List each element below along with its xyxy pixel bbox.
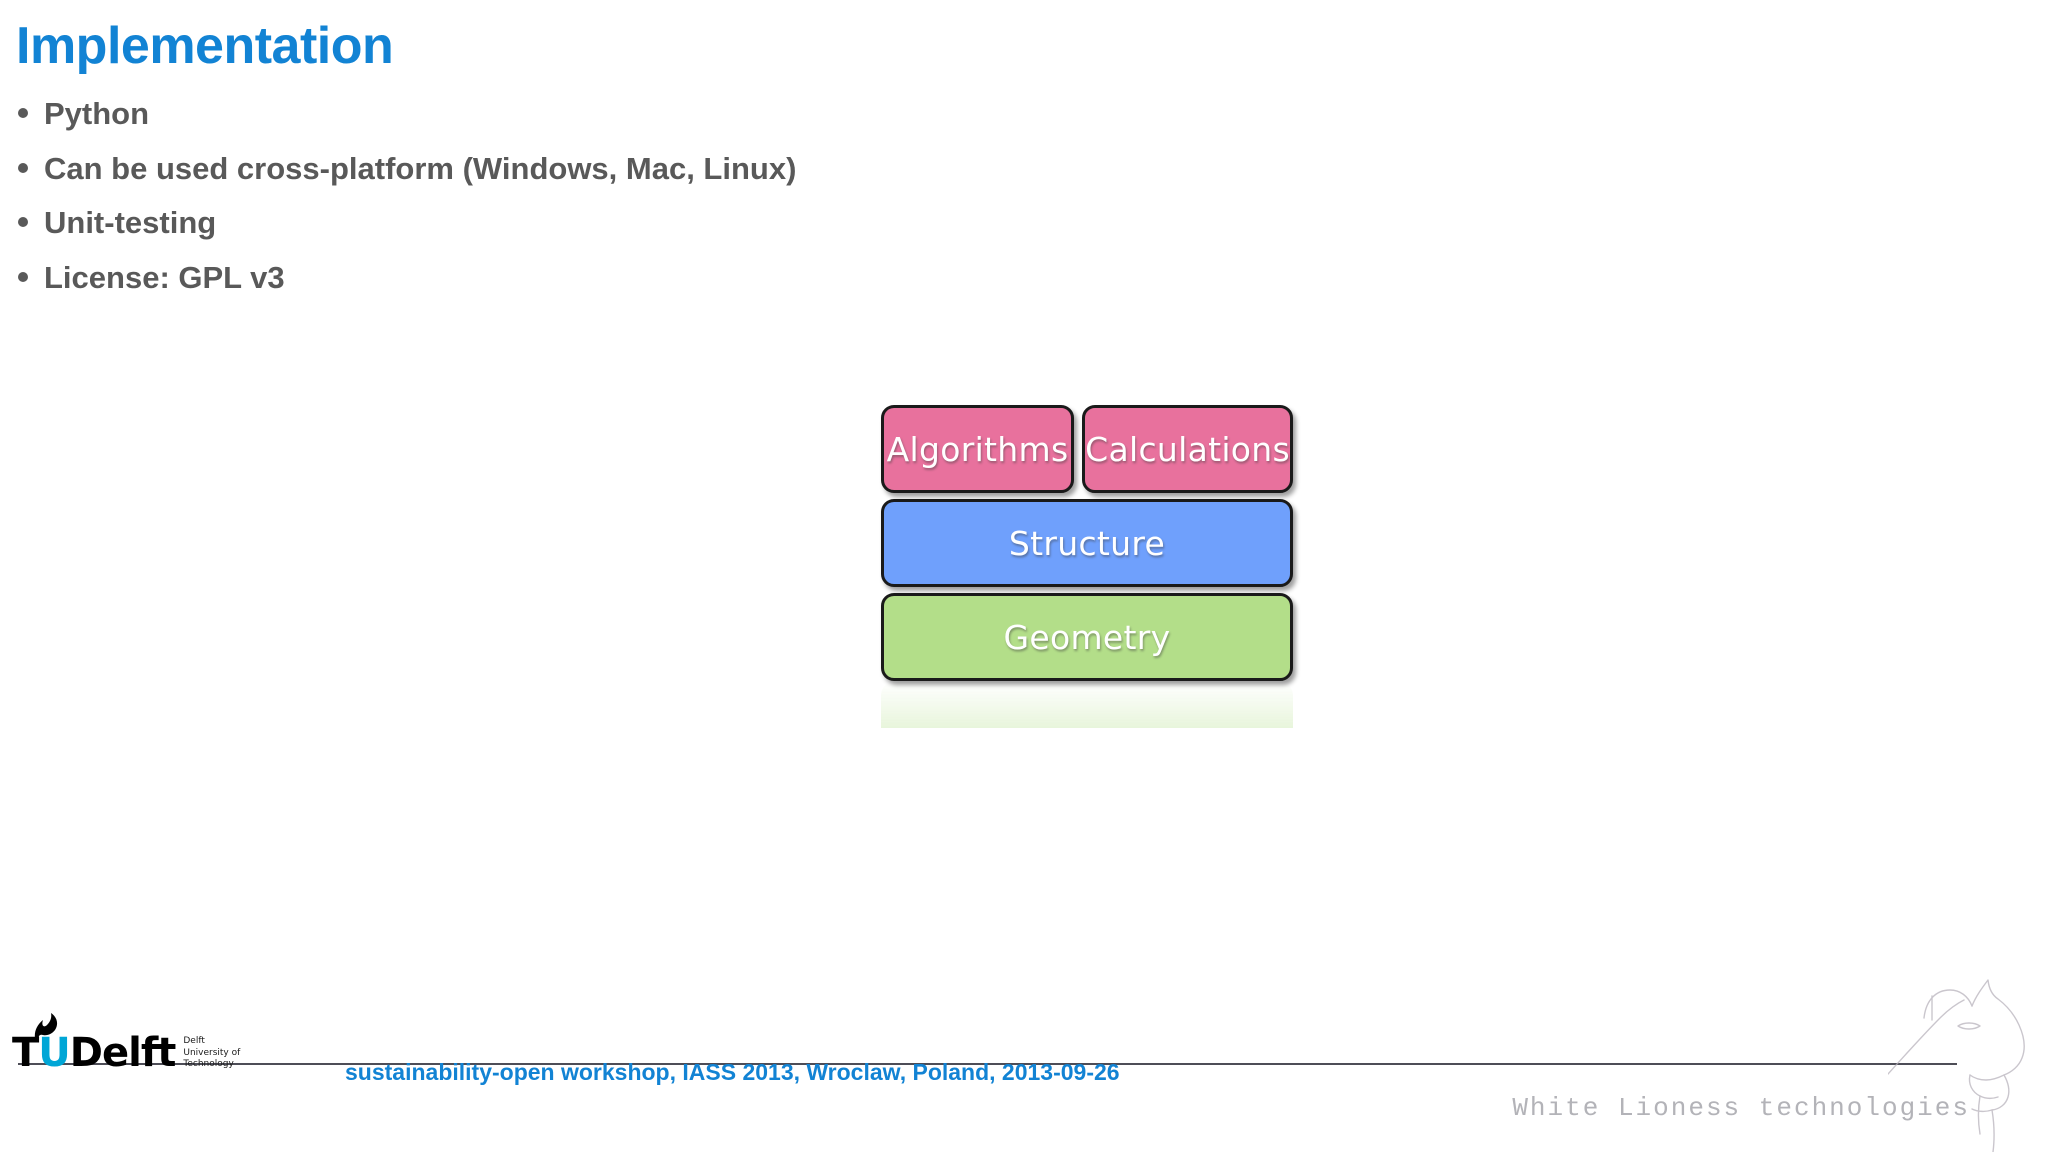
list-item-label: Python bbox=[44, 96, 150, 131]
lioness-head-icon bbox=[1888, 979, 2025, 1152]
page-title: Implementation bbox=[16, 17, 394, 75]
tudelft-letter-t: T bbox=[12, 1030, 39, 1076]
brand-text: White Lioness technologies bbox=[1512, 1093, 1970, 1123]
list-item: Unit-testing bbox=[18, 205, 1318, 242]
diagram-reflection bbox=[881, 682, 1293, 728]
diagram-block-structure: Structure bbox=[881, 499, 1293, 587]
list-item-label: Unit-testing bbox=[44, 205, 217, 241]
list-item: License: GPL v3 bbox=[18, 260, 1318, 297]
diagram-top-row: Algorithms Calculations bbox=[881, 405, 1293, 493]
list-item-label: License: GPL v3 bbox=[44, 259, 285, 295]
bullet-dot-icon bbox=[18, 108, 28, 118]
tudelft-tagline-line-2: University of bbox=[183, 1047, 241, 1058]
diagram-block-geometry: Geometry bbox=[881, 593, 1293, 681]
flame-icon bbox=[34, 1013, 58, 1039]
list-item: Python bbox=[18, 96, 1318, 133]
diagram-block-calculations: Calculations bbox=[1082, 405, 1293, 493]
diagram-block-algorithms: Algorithms bbox=[881, 405, 1075, 493]
diagram-structure-row: Structure bbox=[881, 499, 1293, 587]
bullet-dot-icon bbox=[18, 271, 28, 282]
tudelft-word-delft: Delft bbox=[69, 1030, 177, 1076]
tudelft-wordmark: TUDelft bbox=[12, 1033, 176, 1073]
bullet-list: Python Can be used cross-platform (Windo… bbox=[18, 96, 1318, 314]
tudelft-letter-u: U bbox=[38, 1030, 71, 1076]
software-layer-stack-diagram: Algorithms Calculations Structure Geomet… bbox=[881, 405, 1293, 734]
tudelft-tagline: Delft University of Technology bbox=[183, 1036, 240, 1070]
list-item: Can be used cross-platform (Windows, Mac… bbox=[18, 151, 1318, 188]
tudelft-tagline-line-1: Delft bbox=[183, 1036, 205, 1047]
tudelft-logo: TUDelft Delft University of Technology bbox=[12, 1013, 240, 1073]
tudelft-tagline-line-3: Technology bbox=[183, 1058, 234, 1069]
footer-divider bbox=[18, 1063, 1957, 1065]
list-item-label: Can be used cross-platform (Windows, Mac… bbox=[44, 150, 797, 186]
footer-event-text: sustainability-open workshop, IASS 2013,… bbox=[345, 1059, 1120, 1085]
bullet-dot-icon bbox=[18, 162, 28, 173]
diagram-geometry-row: Geometry bbox=[881, 593, 1293, 728]
bullet-dot-icon bbox=[18, 217, 28, 228]
